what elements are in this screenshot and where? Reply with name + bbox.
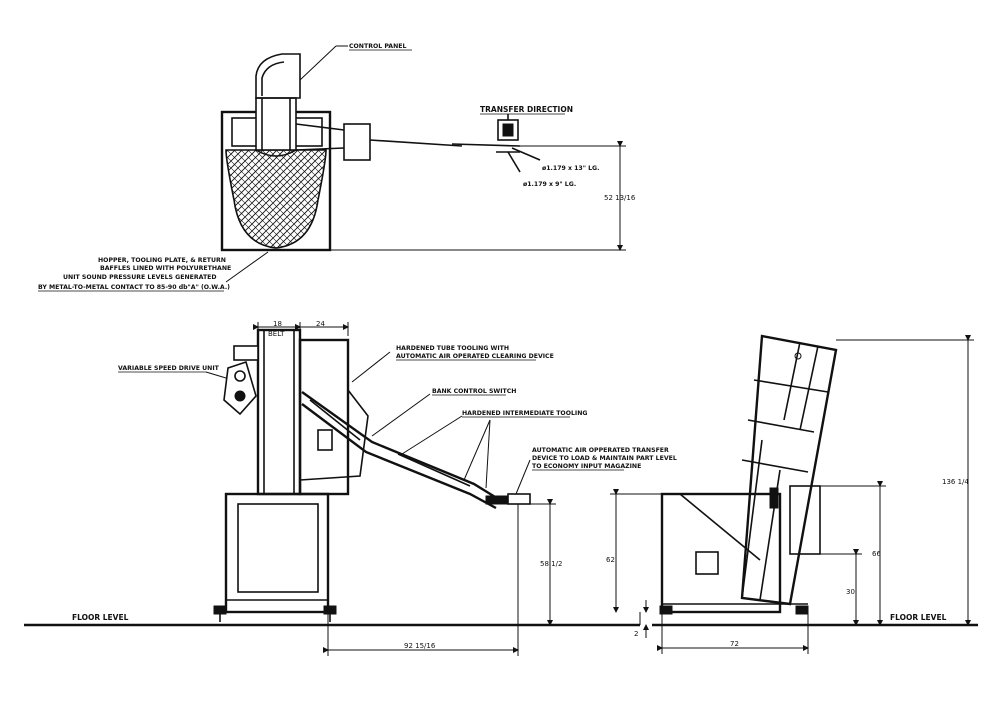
side-view: FLOOR LEVEL VARIABLE SPEED DRIVE UNIT 18… (24, 320, 677, 656)
hopper-note-3: UNIT SOUND PRESSURE LEVELS GENERATED (63, 274, 217, 281)
hopper-note-1: HOPPER, TOOLING PLATE, & RETURN (98, 257, 226, 264)
tube-tooling-label-2: AUTOMATIC AIR OPERATED CLEARING DEVICE (396, 353, 554, 360)
drive-unit (223, 360, 257, 416)
elevator-housing (298, 338, 350, 496)
transfer-device-side (507, 493, 531, 505)
control-panel-label: CONTROL PANEL (349, 43, 406, 50)
floor-level-label-left: FLOOR LEVEL (72, 613, 129, 622)
part-2-label: ø1.179 x 9" LG. (523, 181, 576, 188)
transfer-direction-label: TRANSFER DIRECTION (480, 105, 573, 114)
hopper-height-label: 66 (872, 550, 881, 558)
end-base-cabinet (660, 492, 782, 614)
top-view: CONTROL PANEL TRANSFER DIRECTION ø1.179 … (38, 43, 636, 292)
floor-level-label-right: FLOOR LEVEL (890, 613, 947, 622)
belt-label: BELT (268, 330, 285, 338)
drive-unit-label: VARIABLE SPEED DRIVE UNIT (118, 365, 220, 372)
transfer-device-label-2: DEVICE TO LOAD & MAINTAIN PART LEVEL (532, 455, 677, 462)
base-width-label: 72 (730, 640, 739, 648)
tilted-elevator (740, 334, 838, 606)
end-view: FLOOR LEVEL 62 2 66 30 136 1/4 (606, 334, 978, 654)
belt-dim-label: 18 (273, 320, 282, 328)
horizontal-dim-label: 92 15/16 (404, 642, 436, 650)
base-height-label: 62 (606, 556, 615, 564)
hopper-note-4: BY METAL-TO-METAL CONTACT TO 85-90 db"A"… (38, 284, 230, 291)
part-1-label: ø1.179 x 13" LG. (542, 165, 599, 172)
bank-switch-label: BANK CONTROL SWITCH (432, 388, 516, 395)
tube-tooling-lower (301, 403, 497, 510)
intermediate-tooling-label: HARDENED INTERMEDIATE TOOLING (462, 410, 587, 417)
side-box (343, 123, 371, 161)
overall-height-label: 136 1/4 (942, 478, 969, 486)
hopper-bowl (225, 149, 327, 249)
lower-height-label: 30 (846, 588, 855, 596)
transfer-device-label-1: AUTOMATIC AIR OPPERATED TRANSFER (532, 447, 669, 454)
clearance-label: 2 (634, 630, 638, 638)
hopper-note-2: BAFFLES LINED WITH POLYURETHANE (100, 265, 231, 272)
height-dim-label: 52 13/16 (604, 194, 636, 202)
tube-tooling-upper (301, 391, 501, 502)
width-dim-label: 24 (316, 320, 325, 328)
discharge-height-label: 58 1/2 (540, 560, 562, 568)
transfer-device-label-3: TO ECONOMY INPUT MAGAZINE (532, 463, 641, 470)
control-panel-shape (255, 53, 301, 99)
tube-tooling-label-1: HARDENED TUBE TOOLING WITH (396, 345, 509, 352)
base-cabinet (224, 492, 330, 614)
